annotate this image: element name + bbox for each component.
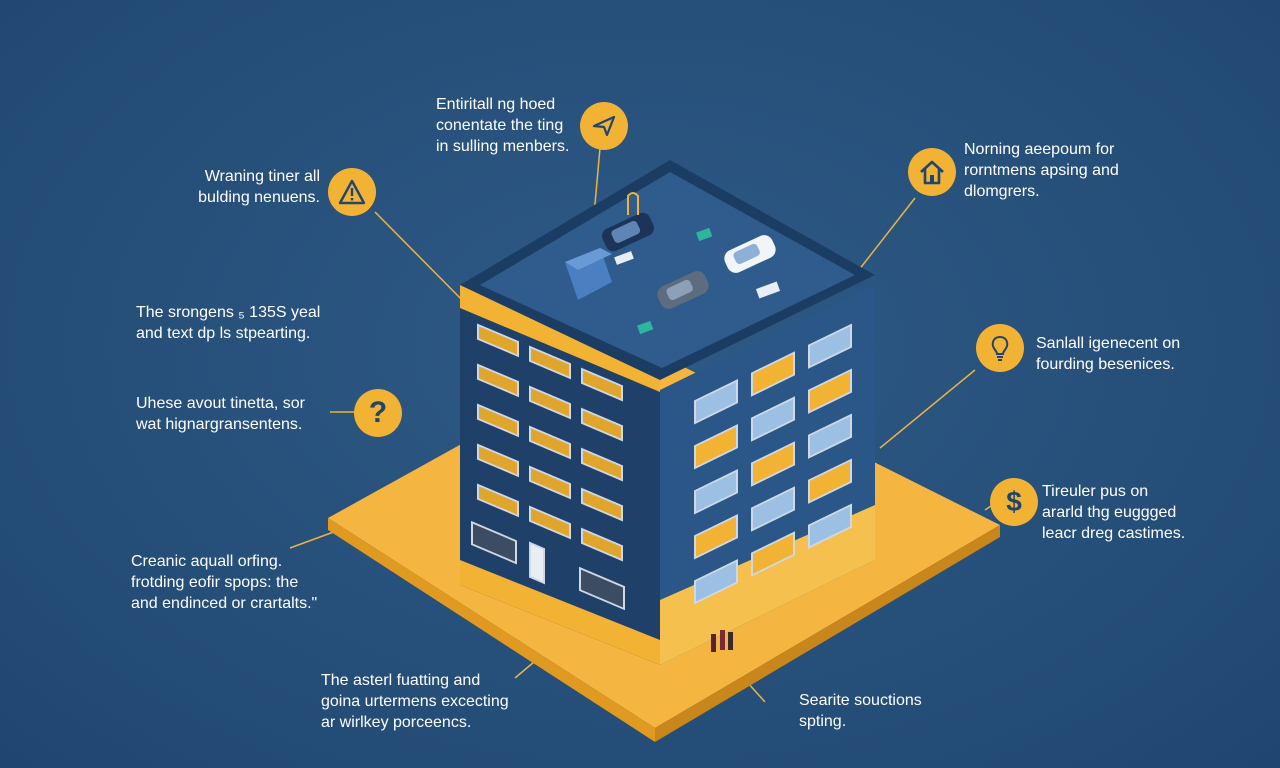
windows-right [694,323,852,605]
callout-question-left: Uhese avout tinetta, sor wat hignargrans… [136,395,305,433]
building-roof [460,160,875,380]
callout-top-center: Entiritall ng hoed conentate the ting in… [436,96,570,155]
paper-plane-icon [580,102,628,150]
connector-line [374,211,471,309]
connector-line [879,369,976,449]
connector-line [593,147,601,216]
dollar-icon: $ [990,478,1038,526]
callout-right-bulb: Sanlall igenecent on fourding besenices. [1036,335,1181,373]
callout-top-right: Norning aeepoum for rorntmens apsing and… [964,141,1119,200]
callout-top-left: Wraning tiner all bulding nenuens. [198,168,320,206]
lightbulb-icon [976,324,1024,372]
callout-bottom-right: Searite souctions spting. [799,692,922,730]
home-icon [908,148,956,196]
question-icon: ? [354,389,402,437]
warning-icon [328,168,376,216]
windows-left [471,323,625,611]
connector-line [854,197,916,276]
callout-bottom-left: The asterl fuatting and goina urtermens … [321,672,509,731]
callout-right-dollar: Tireuler pus on ararld thg euggged leacr… [1042,483,1186,542]
callout-mid-left: The srongens ₅ 135S yeal and text dp ls … [136,304,321,342]
people [711,630,733,652]
callout-lower-left: Creanic aquall orfing. frotding eofir sp… [131,553,318,612]
